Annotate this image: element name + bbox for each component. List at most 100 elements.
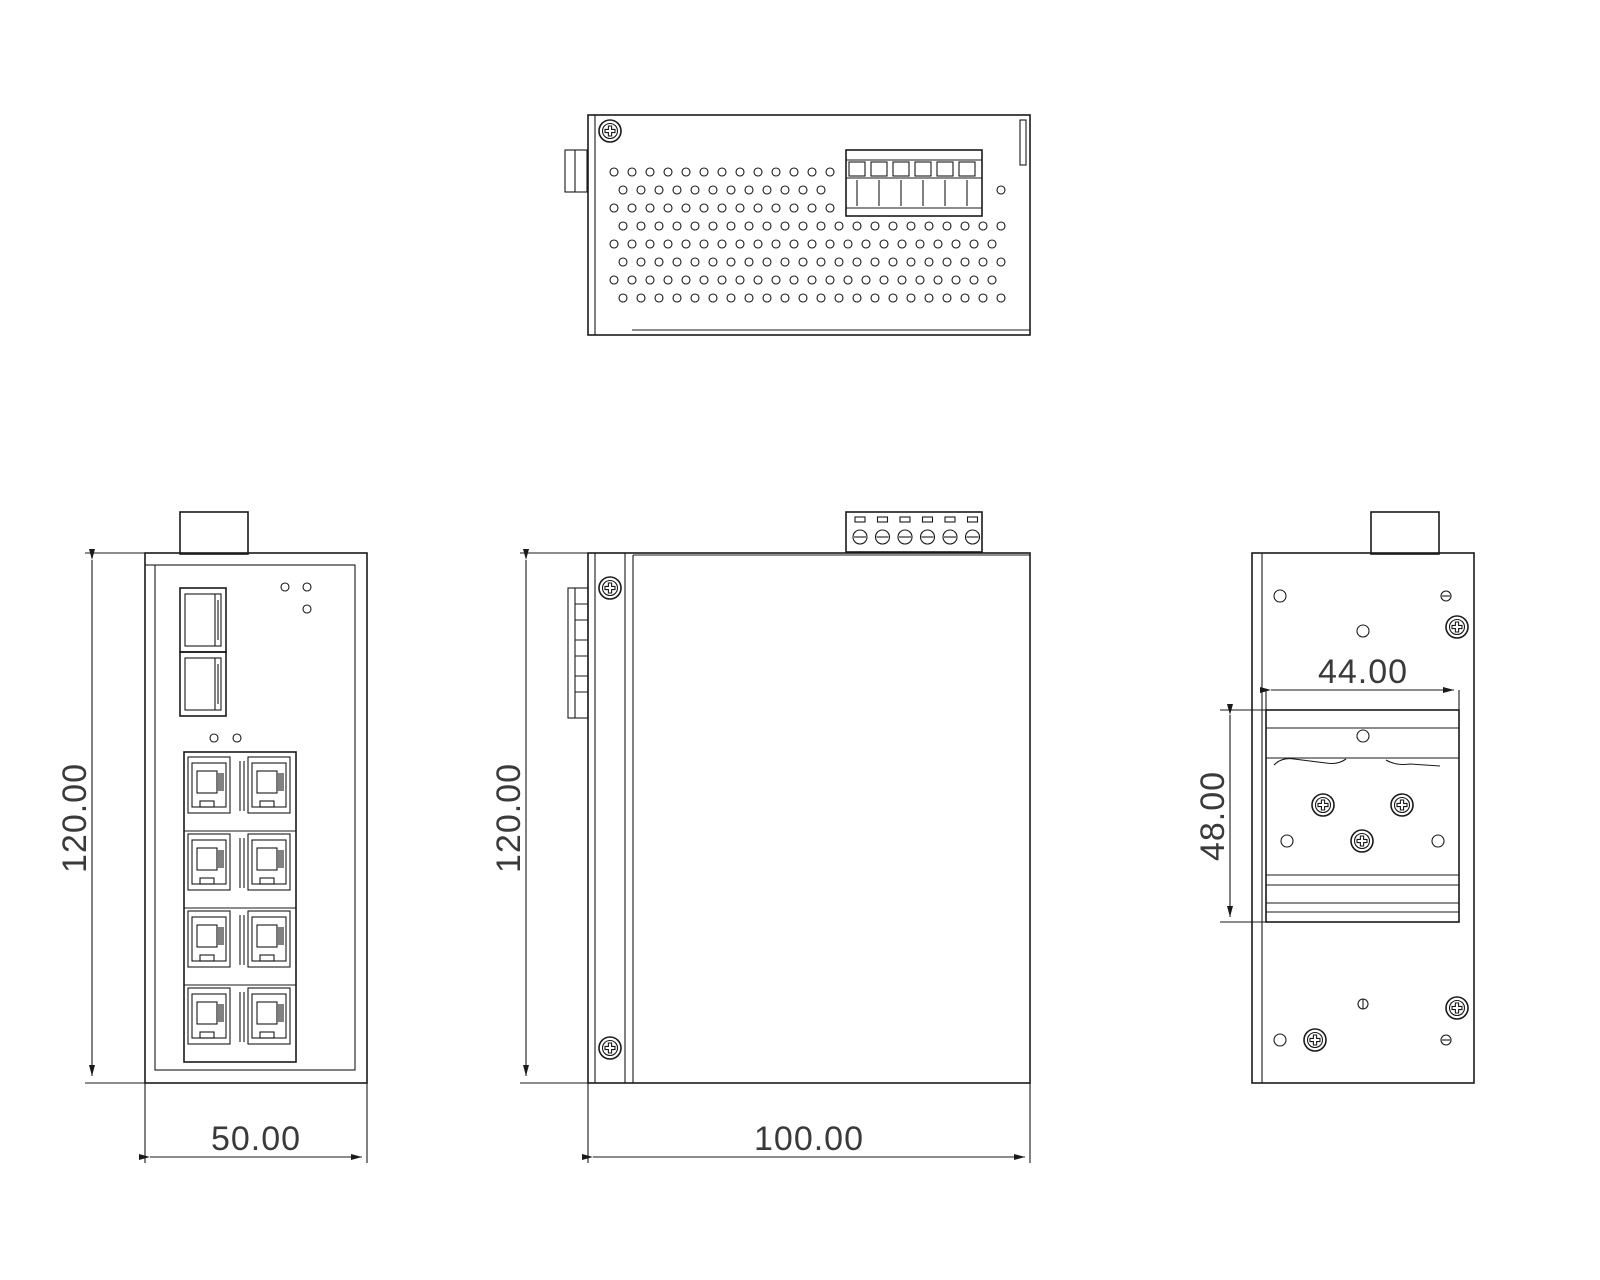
vent-hole — [987, 239, 997, 249]
vent-hole — [969, 239, 979, 249]
vent-hole — [726, 185, 736, 195]
vent-hole — [609, 167, 619, 177]
vent-hole — [987, 275, 997, 285]
vent-hole — [690, 221, 700, 231]
rj45-port — [187, 833, 231, 891]
vent-hole — [654, 185, 664, 195]
vent-hole — [627, 167, 637, 177]
vent-hole — [771, 239, 781, 249]
vent-hole — [609, 275, 619, 285]
terminal-cell — [870, 161, 888, 177]
vent-hole — [942, 221, 952, 231]
vent-hole — [870, 293, 880, 303]
rear-view: 44.00 48.00 — [1194, 511, 1475, 1084]
vent-hole — [645, 203, 655, 213]
top-terminal-block — [845, 149, 983, 217]
vent-hole — [753, 275, 763, 285]
side-view: 120.00 100.00 — [490, 511, 1031, 1163]
top-view-outline — [587, 114, 1031, 336]
vent-hole — [636, 185, 646, 195]
rj45-port — [247, 987, 291, 1045]
vent-hole — [870, 221, 880, 231]
vent-hole — [672, 257, 682, 267]
side-view-screw-icon — [598, 576, 622, 600]
vent-hole — [951, 275, 961, 285]
vent-hole — [798, 185, 808, 195]
rear-view-outline — [1251, 552, 1475, 1084]
vent-hole — [789, 239, 799, 249]
vent-hole — [870, 257, 880, 267]
vent-hole — [663, 239, 673, 249]
terminal-screw-icon — [964, 529, 981, 545]
vent-hole — [816, 257, 826, 267]
vent-hole — [978, 293, 988, 303]
vent-hole — [852, 293, 862, 303]
vent-hole — [798, 221, 808, 231]
side-depth-dimension: 100.00 — [754, 1120, 864, 1158]
front-view: 120.00 50.00 — [56, 511, 368, 1163]
top-view — [564, 114, 1031, 336]
vent-hole — [681, 239, 691, 249]
vent-hole — [708, 257, 718, 267]
vent-hole — [906, 293, 916, 303]
vent-hole — [771, 275, 781, 285]
vent-hole — [996, 221, 1006, 231]
rj45-port — [247, 833, 291, 891]
vent-hole — [807, 275, 817, 285]
vent-hole — [906, 221, 916, 231]
vent-hole — [627, 203, 637, 213]
terminal-screw-icon — [874, 529, 891, 545]
led-indicator — [232, 733, 242, 743]
vent-hole — [942, 293, 952, 303]
vent-hole — [888, 221, 898, 231]
vent-hole — [726, 221, 736, 231]
vent-hole — [762, 221, 772, 231]
vent-hole — [762, 185, 772, 195]
vent-hole — [978, 221, 988, 231]
vent-hole — [798, 257, 808, 267]
vent-hole — [699, 275, 709, 285]
vent-hole — [618, 185, 628, 195]
vent-hole — [888, 293, 898, 303]
side-view-screw-icon — [598, 1036, 622, 1060]
vent-hole — [861, 239, 871, 249]
din-rail-clip — [1265, 709, 1460, 923]
vent-hole — [897, 239, 907, 249]
vent-hole — [672, 293, 682, 303]
vent-hole — [699, 167, 709, 177]
front-height-dimension: 120.00 — [56, 763, 94, 873]
vent-hole — [888, 257, 898, 267]
vent-hole — [996, 185, 1006, 195]
top-view-screw-icon — [598, 119, 622, 143]
vent-hole — [843, 275, 853, 285]
vent-hole — [627, 239, 637, 249]
vent-hole — [717, 203, 727, 213]
side-sfp-stub — [567, 587, 589, 719]
din-rail-height-dimension: 48.00 — [1194, 771, 1232, 861]
vent-hole — [753, 167, 763, 177]
vent-hole — [744, 185, 754, 195]
vent-hole — [933, 239, 943, 249]
vent-hole — [924, 221, 934, 231]
led-indicator — [302, 604, 312, 614]
vent-hole — [699, 239, 709, 249]
vent-hole — [708, 221, 718, 231]
vent-hole — [726, 257, 736, 267]
terminal-screw-icon — [919, 529, 936, 545]
rj45-port — [247, 910, 291, 968]
vent-hole — [618, 257, 628, 267]
rj45-port — [187, 987, 231, 1045]
vent-holes — [609, 167, 1006, 303]
vent-hole — [762, 293, 772, 303]
front-view-outline — [144, 552, 368, 1084]
vent-hole — [960, 221, 970, 231]
vent-hole — [861, 275, 871, 285]
vent-hole — [789, 203, 799, 213]
vent-hole — [915, 239, 925, 249]
vent-hole — [744, 257, 754, 267]
vent-hole — [636, 221, 646, 231]
vent-hole — [825, 167, 835, 177]
vent-hole — [645, 239, 655, 249]
vent-hole — [717, 167, 727, 177]
